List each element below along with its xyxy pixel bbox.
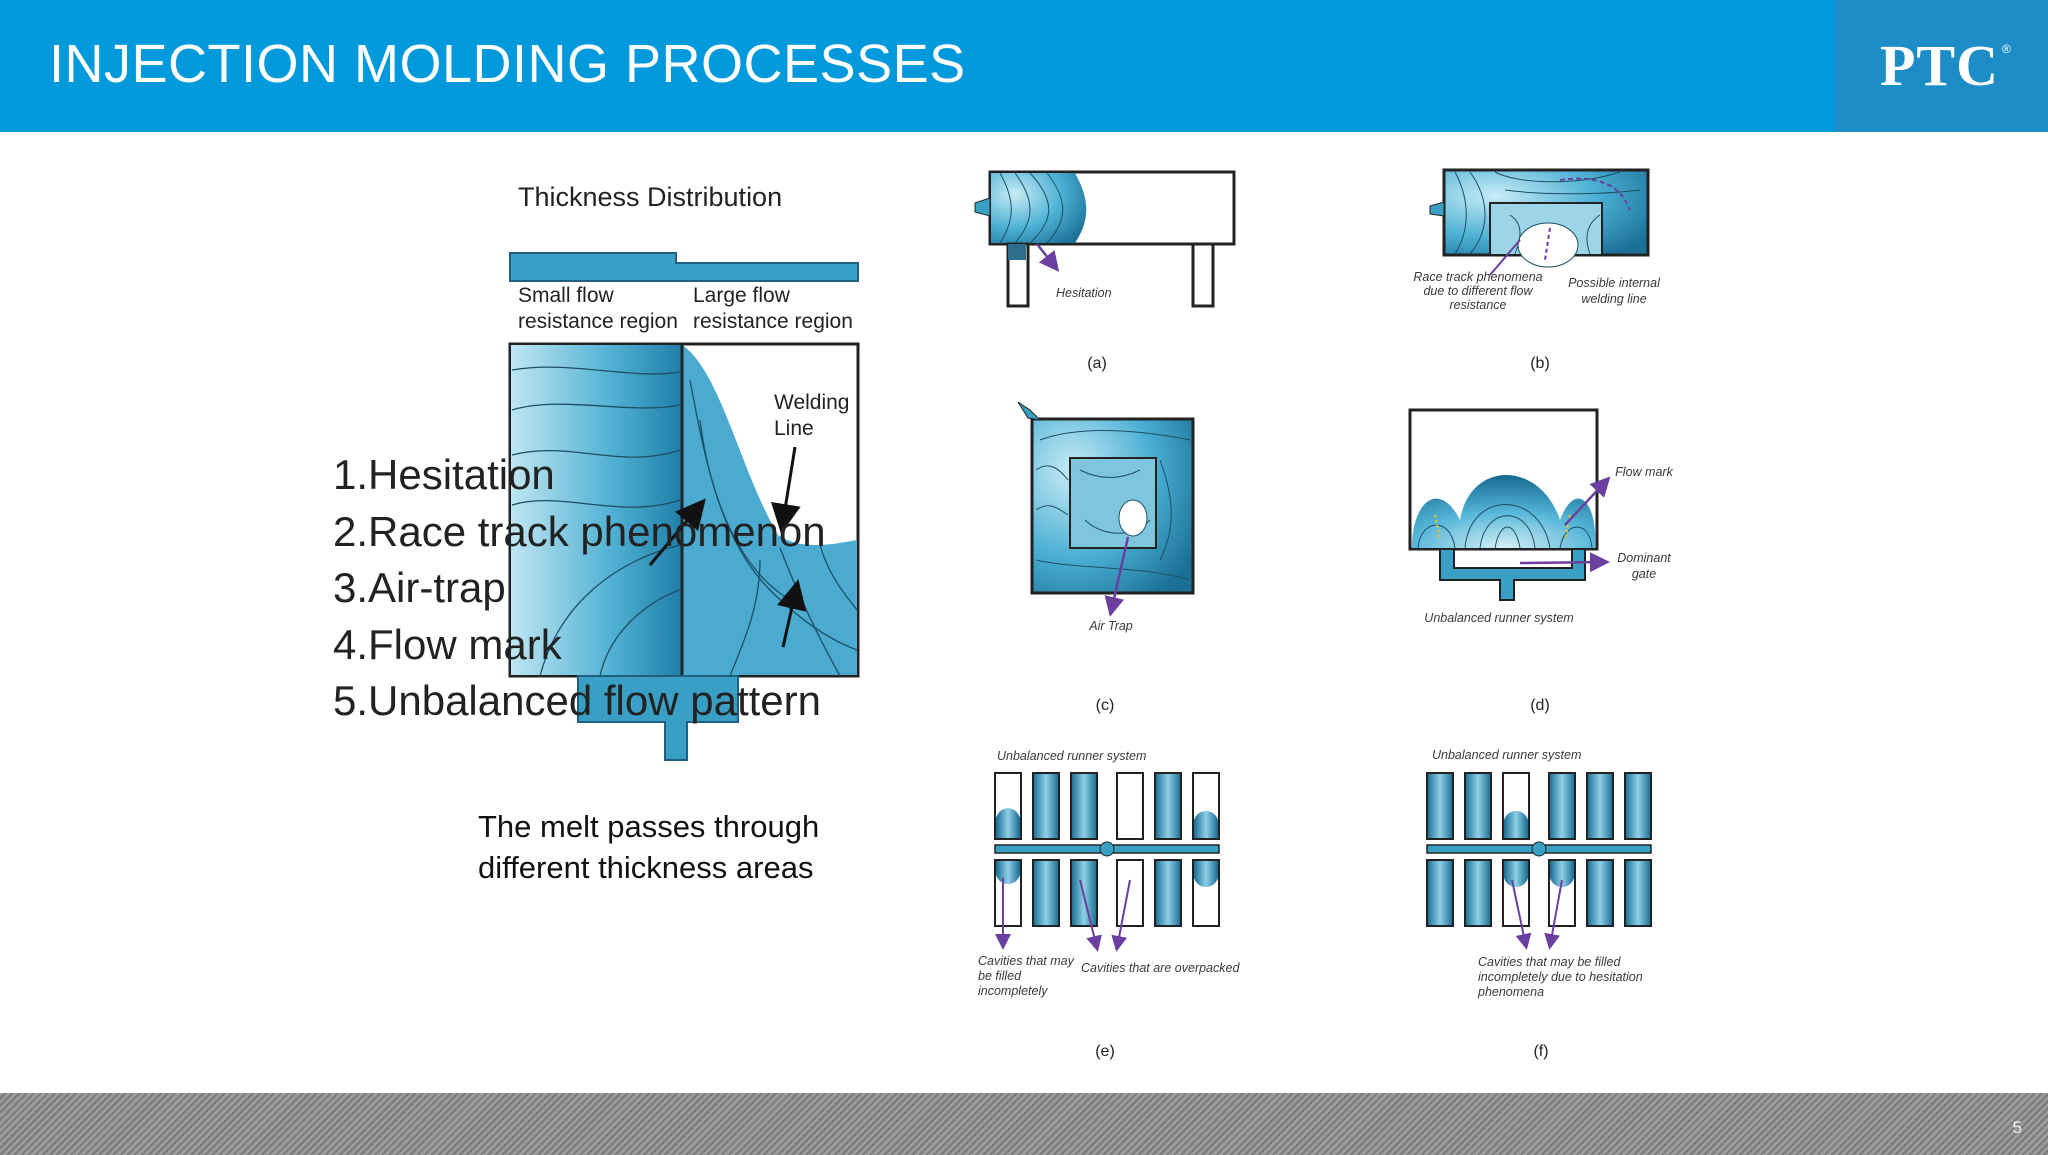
panel-a-label: (a) <box>1087 355 1107 372</box>
flow-arrow-1 <box>648 498 706 566</box>
panel-b-race-track: Race track phenomena due to different fl… <box>1413 168 1661 372</box>
welding-line-label-1: Welding <box>774 391 850 414</box>
panel-e-note-2: be filled <box>978 969 1022 983</box>
panel-e-note-runner: Unbalanced runner system <box>997 749 1146 763</box>
footer-bar <box>0 1093 2048 1155</box>
panel-d-note-gate: gate <box>1632 567 1656 581</box>
list-item: 2.Race track phenomenon <box>333 507 826 555</box>
figure-caption: The melt passes through different thickn… <box>478 806 819 888</box>
panel-c-note: Air Trap <box>1088 619 1133 633</box>
defect-list: 1.Hesitation 2.Race track phenomenon 3.A… <box>333 447 826 730</box>
panel-b-note-5: welding line <box>1581 292 1646 306</box>
panel-e-note-4: Cavities that are overpacked <box>1081 961 1240 975</box>
panel-f-note-2: incompletely due to hesitation <box>1478 970 1643 984</box>
panel-b-note-2: due to different flow <box>1423 284 1533 298</box>
welding-line-label-2: Line <box>774 417 814 440</box>
panel-a-note: Hesitation <box>1056 286 1112 300</box>
melt-left <box>511 345 682 675</box>
panel-b-note-3: resistance <box>1450 298 1507 312</box>
thickness-title: Thickness Distribution <box>518 182 782 212</box>
flow-arrow-2 <box>777 579 807 648</box>
panel-b-note-1: Race track phenomena <box>1413 270 1542 284</box>
panel-e-note-3: incompletely <box>978 984 1048 998</box>
panel-b-label: (b) <box>1530 355 1550 372</box>
figure-canvas: Thickness Distribution Small flow resist… <box>508 168 1674 1060</box>
panel-f-cavities <box>1426 772 1652 927</box>
panel-e-note-1: Cavities that may <box>978 954 1075 968</box>
caption-line-1: The melt passes through <box>478 809 820 844</box>
panel-e-cavities <box>994 772 1220 927</box>
panel-f-label: (f) <box>1533 1043 1548 1060</box>
panel-d-note-flow-mark: Flow mark <box>1615 465 1673 479</box>
panel-c-air-trap: Air Trap (c) <box>1017 401 1195 714</box>
thickness-distribution-figure: Thickness Distribution Small flow resist… <box>508 182 860 761</box>
panel-e-label: (e) <box>1095 1043 1115 1060</box>
caption-line-2: different thickness areas <box>478 850 814 885</box>
panel-f-note-1: Cavities that may be filled <box>1478 955 1621 969</box>
welding-arrow <box>770 446 801 534</box>
list-item: 1.Hesitation <box>333 451 555 498</box>
ptc-logo: PTC <box>1880 33 1999 98</box>
slide-title: INJECTION MOLDING PROCESSES <box>49 34 966 94</box>
panel-d-label: (d) <box>1530 697 1550 714</box>
list-item: 4.Flow mark <box>333 620 562 668</box>
panel-d-note-runner: Unbalanced runner system <box>1424 611 1573 625</box>
panel-f-note-runner: Unbalanced runner system <box>1432 748 1581 762</box>
panel-a-hesitation: Hesitation (a) <box>974 170 1236 372</box>
flow-contours <box>511 366 858 677</box>
registered-mark: ® <box>2002 42 2011 56</box>
large-flow-label-2: resistance region <box>693 310 853 333</box>
panel-e-unbalanced: Unbalanced runner system <box>978 749 1240 1060</box>
thickness-profile <box>509 252 859 282</box>
large-flow-label-1: Large flow <box>693 284 791 307</box>
header-bar: INJECTION MOLDING PROCESSES PTC ® <box>0 0 2048 132</box>
panel-d-note-dominant: Dominant <box>1617 551 1671 565</box>
panel-b-note-4: Possible internal <box>1568 276 1661 290</box>
runner-sprue <box>577 675 739 761</box>
list-item: 3.Air-trap <box>333 564 506 611</box>
logo-panel <box>1835 0 2048 132</box>
panel-c-label: (c) <box>1096 697 1115 714</box>
list-item: 5.Unbalanced flow pattern <box>333 677 821 724</box>
panel-f-unbalanced: Unbalanced runner system Cavities that m… <box>1426 748 1652 1060</box>
melt-right <box>682 345 857 675</box>
panel-f-note-3: phenomena <box>1477 985 1544 999</box>
panel-d-flow-mark: Flow mark Dominant gate Unbalanced runne… <box>1408 408 1674 714</box>
small-flow-label-1: Small flow <box>518 284 615 307</box>
page-number: 5 <box>2012 1118 2022 1137</box>
small-flow-label-2: resistance region <box>518 310 678 333</box>
